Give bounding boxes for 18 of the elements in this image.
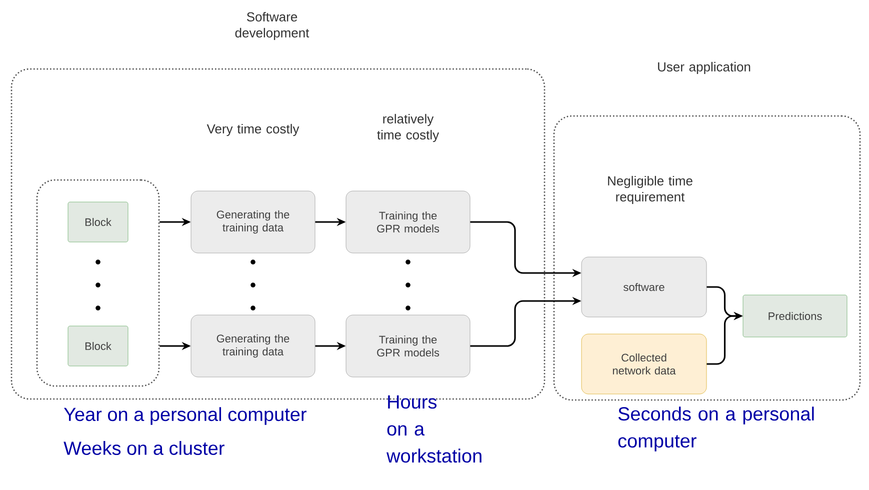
process-box: Training the GPR models (346, 190, 470, 254)
cost-note: Very time costly (206, 124, 300, 136)
process-box: Training the GPR models (346, 314, 470, 378)
dotted-group-box (36, 179, 160, 387)
data-box: Collected network data (581, 334, 707, 394)
process-box: Generating the training data (190, 314, 316, 378)
process-box: software (581, 256, 707, 318)
time-note: Hours on a workstation (386, 395, 482, 463)
result-box: Predictions (742, 294, 848, 338)
cost-note: relatively time costly (377, 114, 440, 142)
time-note: Seconds on a personal computer (618, 406, 814, 452)
node-label: Software development (235, 12, 310, 40)
time-note: Year on a personal computer (64, 407, 306, 425)
process-box: Generating the training data (190, 190, 316, 254)
result-box: Block (68, 326, 128, 366)
time-note: Weeks on a cluster (64, 441, 224, 455)
result-box: Block (68, 202, 128, 242)
node-label: User application (658, 62, 750, 74)
